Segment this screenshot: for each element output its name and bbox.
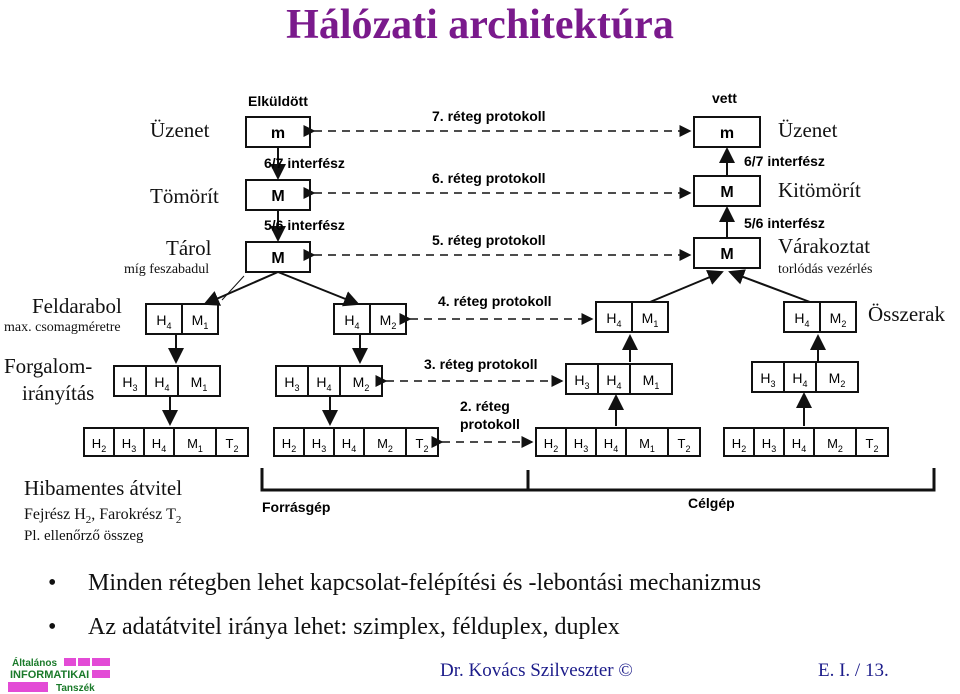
- label-uzenet-left: Üzenet: [150, 118, 210, 142]
- label-forgalom-2: irányítás: [22, 381, 95, 405]
- label-uzenet-right: Üzenet: [778, 118, 838, 142]
- svg-text:H4: H4: [344, 312, 359, 331]
- svg-text:H3: H3: [574, 372, 589, 391]
- svg-text:H4: H4: [606, 310, 621, 329]
- svg-text:H2: H2: [282, 436, 296, 454]
- l2-left-2: H2 H3 H4 M2 T2: [273, 427, 439, 457]
- svg-text:M2: M2: [377, 436, 393, 454]
- svg-text:H4: H4: [156, 312, 171, 331]
- l4-left-2: H4 M2: [333, 303, 407, 335]
- svg-text:M1: M1: [192, 312, 209, 331]
- l4-right-1: H4 M1: [595, 301, 669, 333]
- label-osszerak: Összerak: [868, 302, 945, 326]
- interface-56-left: 5/6 interfész: [264, 217, 345, 233]
- l2-right-2: H2 H3 H4 M2 T2: [723, 427, 889, 457]
- layer4-protocol: 4. réteg protokoll: [438, 293, 552, 309]
- label-feldarabol-sub: max. csomagméretre: [4, 320, 121, 335]
- l4-left-1: H4 M1: [145, 303, 219, 335]
- label-tomorit: Tömörít: [150, 184, 219, 208]
- label-varakoztat: Várakoztat: [778, 234, 871, 258]
- label-forgalom-1: Forgalom-: [4, 354, 93, 378]
- svg-text:M1: M1: [642, 310, 659, 329]
- interface-67-left: 6/7 interfész: [264, 155, 345, 171]
- svg-text:M2: M2: [827, 436, 843, 454]
- svg-text:M2: M2: [380, 312, 397, 331]
- label-hibamentes: Hibamentes átvitel: [24, 476, 183, 500]
- label-varakoztat-sub: torlódás vezérlés: [778, 262, 873, 277]
- svg-text:H4: H4: [604, 436, 618, 454]
- label-tarol: Tárol: [166, 236, 212, 260]
- footer-author: Dr. Kovács Szilveszter ©: [440, 660, 633, 681]
- svg-text:M2: M2: [353, 374, 370, 393]
- svg-text:H3: H3: [122, 436, 136, 454]
- label-fejresz: Fejrész H2, Farokrész T2: [24, 506, 182, 527]
- interface-67-right: 6/7 interfész: [744, 153, 825, 169]
- svg-text:T2: T2: [866, 436, 879, 454]
- l3-right-2: H3 H4 M2: [751, 361, 859, 393]
- interface-56-right: 5/6 interfész: [744, 215, 825, 231]
- l2-right-1: H2 H3 H4 M1 T2: [535, 427, 701, 457]
- svg-text:M1: M1: [187, 436, 203, 454]
- layer5-protocol: 5. réteg protokoll: [432, 232, 546, 248]
- svg-text:M2: M2: [830, 310, 847, 329]
- svg-text:H3: H3: [760, 370, 775, 389]
- svg-text:H3: H3: [122, 374, 137, 393]
- l4-right-2: H4 M2: [783, 301, 857, 333]
- svg-text:M1: M1: [191, 374, 208, 393]
- svg-text:T2: T2: [416, 436, 429, 454]
- label-tarol-sub: míg feszabadul: [124, 262, 210, 277]
- svg-text:M2: M2: [829, 370, 846, 389]
- l3-left-1: H3 H4 M1: [113, 365, 221, 397]
- svg-text:H3: H3: [574, 436, 588, 454]
- svg-text:H4: H4: [606, 372, 621, 391]
- svg-text:Tanszék: Tanszék: [56, 683, 95, 694]
- svg-text:m: m: [720, 125, 734, 142]
- label-kitomorit: Kitömörít: [778, 178, 861, 202]
- footer-page: E. I. / 13.: [818, 660, 889, 681]
- svg-text:Általános: Általános: [12, 656, 57, 669]
- svg-text:H3: H3: [284, 374, 299, 393]
- receiver-label: vett: [712, 90, 737, 106]
- label-ellenorzo: Pl. ellenőrző összeg: [24, 528, 144, 544]
- svg-text:M: M: [271, 188, 284, 205]
- svg-text:m: m: [271, 125, 285, 142]
- svg-text:H4: H4: [792, 370, 807, 389]
- svg-text:H4: H4: [792, 436, 806, 454]
- layer2-protocol-1: 2. réteg: [460, 398, 510, 414]
- svg-text:H3: H3: [762, 436, 776, 454]
- svg-text:T2: T2: [678, 436, 691, 454]
- source-machine: Forrásgép: [262, 499, 330, 515]
- layer6-protocol: 6. réteg protokoll: [432, 170, 546, 186]
- destination-machine: Célgép: [688, 495, 735, 511]
- svg-text:H2: H2: [732, 436, 746, 454]
- layer7-protocol: 7. réteg protokoll: [432, 108, 546, 124]
- sender-label: Elküldött: [248, 93, 308, 109]
- svg-text:H4: H4: [316, 374, 331, 393]
- svg-text:H4: H4: [794, 310, 809, 329]
- svg-text:M1: M1: [639, 436, 655, 454]
- svg-text:H3: H3: [312, 436, 326, 454]
- svg-text:H4: H4: [152, 436, 166, 454]
- svg-text:M: M: [720, 246, 733, 263]
- layer2-protocol-2: protokoll: [460, 416, 520, 432]
- svg-text:INFORMATIKAI: INFORMATIKAI: [10, 669, 89, 681]
- svg-text:H4: H4: [154, 374, 169, 393]
- label-feldarabol: Feldarabol: [32, 294, 122, 318]
- l3-left-2: H3 H4 M2: [275, 365, 383, 397]
- l3-right-1: H3 H4 M1: [565, 363, 673, 395]
- svg-text:M1: M1: [643, 372, 660, 391]
- architecture-diagram: Elküldött vett m M M m M M 6/7 interfész…: [83, 90, 936, 515]
- bullet-item: •Az adatátvitel iránya lehet: szimplex, …: [48, 614, 620, 640]
- l2-left-1: H2 H3 H4 M1 T2: [83, 427, 249, 457]
- svg-text:H2: H2: [544, 436, 558, 454]
- bullet-item: •Minden rétegben lehet kapcsolat-felépít…: [48, 570, 762, 596]
- svg-text:H2: H2: [92, 436, 106, 454]
- svg-text:M: M: [271, 250, 284, 267]
- page-title: Hálózati architektúra: [286, 2, 674, 48]
- svg-text:H4: H4: [342, 436, 356, 454]
- layer3-protocol: 3. réteg protokoll: [424, 356, 538, 372]
- svg-text:M: M: [720, 184, 733, 201]
- svg-text:T2: T2: [226, 436, 239, 454]
- department-logo: Általános INFORMATIKAI Tanszék: [8, 656, 112, 694]
